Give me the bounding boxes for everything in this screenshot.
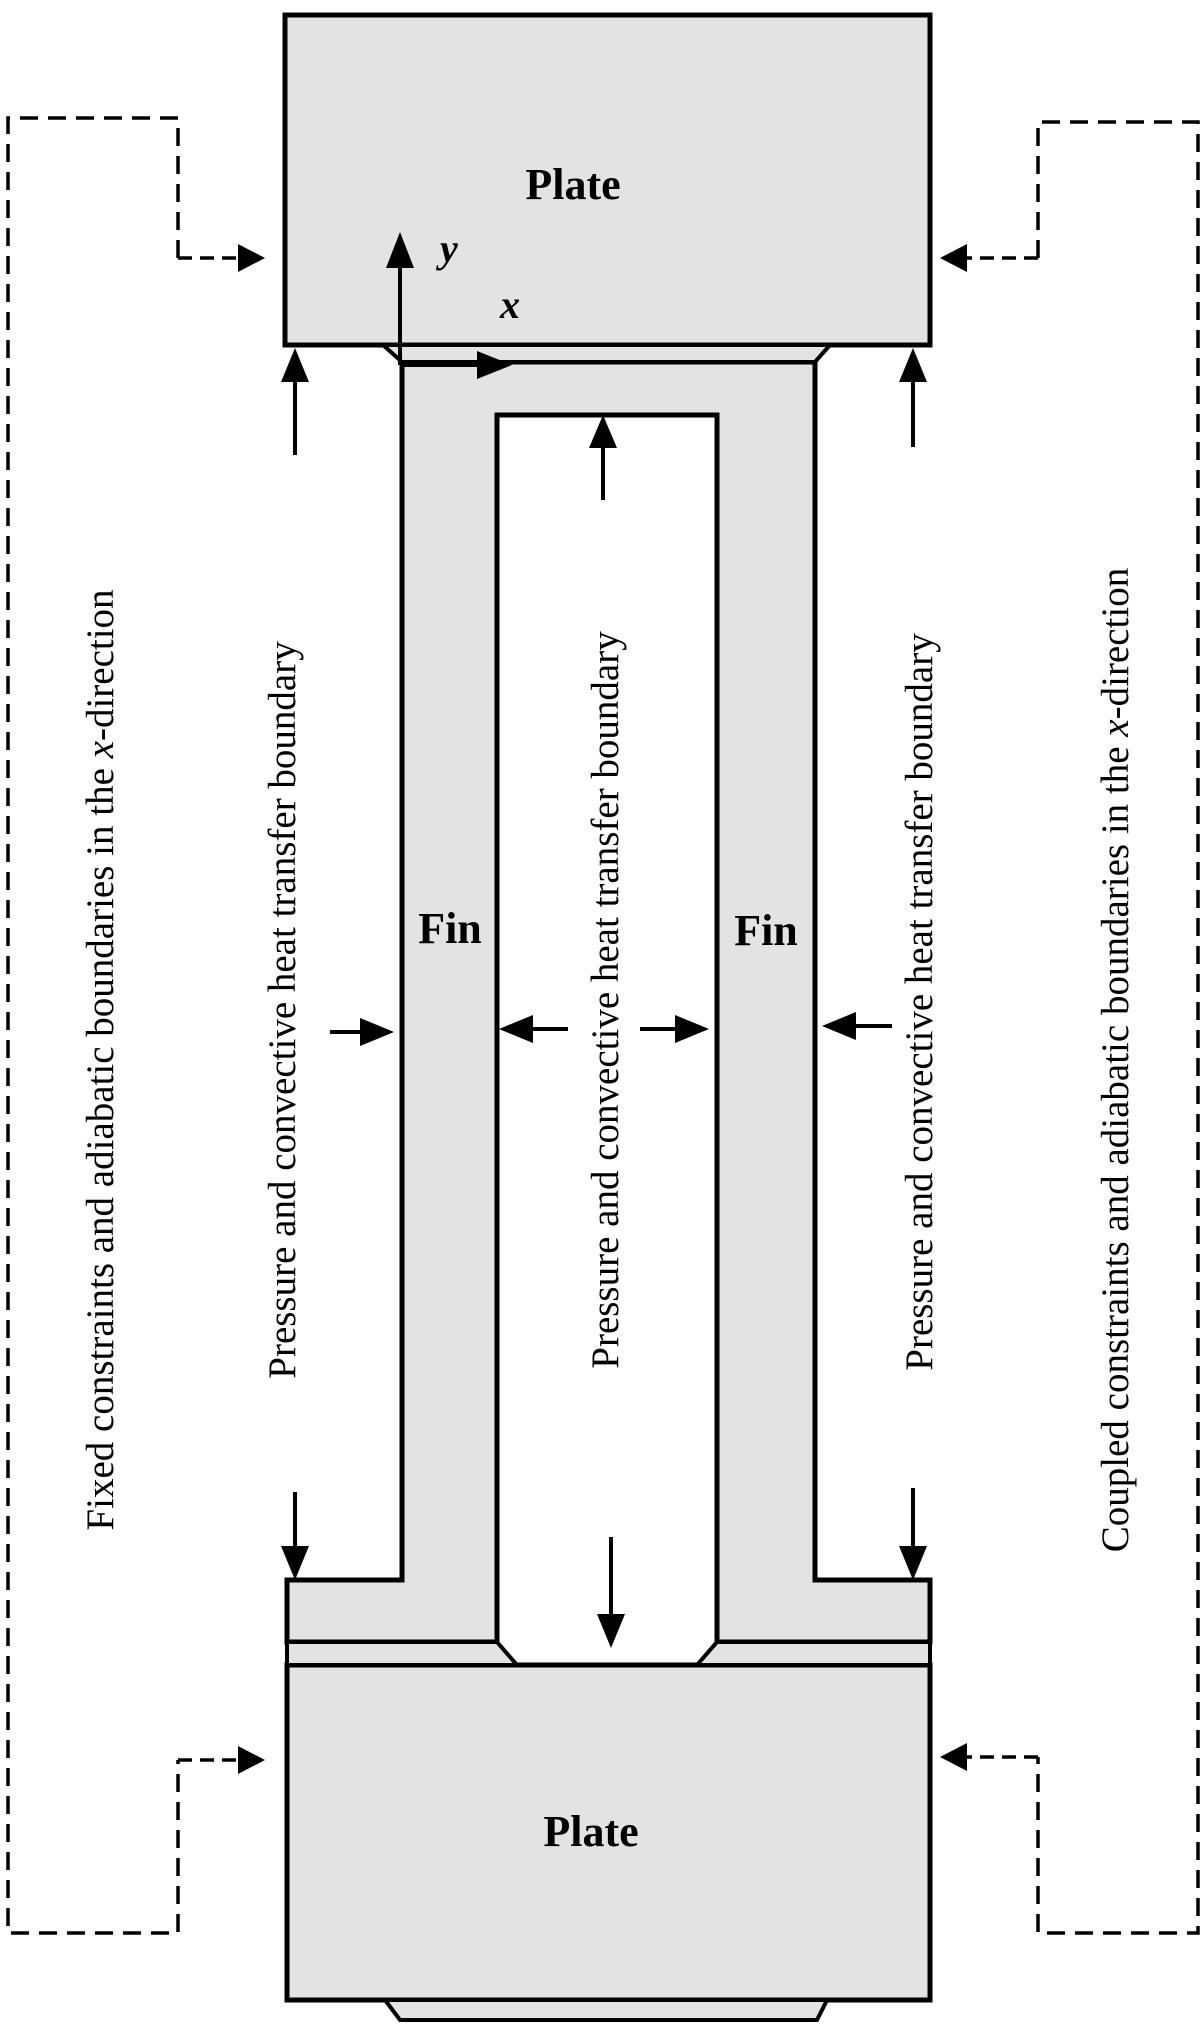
top-chamfer-band xyxy=(377,343,835,364)
axis-y-label: y xyxy=(436,226,458,271)
axis-x-label: x xyxy=(499,282,520,327)
bottom-fillet-strip xyxy=(285,1640,522,1667)
axis-arrow-heads xyxy=(386,232,512,379)
coordinate-axes xyxy=(398,258,485,367)
bottom-plate xyxy=(284,1662,933,2003)
top-plate-label: Plate xyxy=(525,160,620,209)
left-constraint-label: Fixed constraints and adiabatic boundari… xyxy=(79,589,122,1530)
dashed-connector-arrows xyxy=(178,256,1038,1762)
bottom-plate-foot xyxy=(381,1998,831,2022)
left-fin-label: Fin xyxy=(418,904,482,953)
boundary-arrow-heads xyxy=(281,348,927,1648)
bottom-plate-label: Plate xyxy=(543,1807,638,1856)
bottom-fillet-strip-right xyxy=(692,1640,932,1667)
right-boundary-label: Pressure and convective heat transfer bo… xyxy=(898,633,941,1371)
center-boundary-label: Pressure and convective heat transfer bo… xyxy=(584,631,627,1369)
left-dashed-bracket xyxy=(6,116,180,1935)
top-plate xyxy=(282,12,933,348)
fin-body xyxy=(284,359,933,1645)
dashed-arrow-heads xyxy=(238,244,967,1774)
left-boundary-label: Pressure and convective heat transfer bo… xyxy=(261,641,304,1379)
right-constraint-label: Coupled constraints and adiabatic bounda… xyxy=(1094,568,1137,1552)
right-dashed-bracket xyxy=(1036,120,1200,1935)
right-fin-label: Fin xyxy=(734,906,798,955)
